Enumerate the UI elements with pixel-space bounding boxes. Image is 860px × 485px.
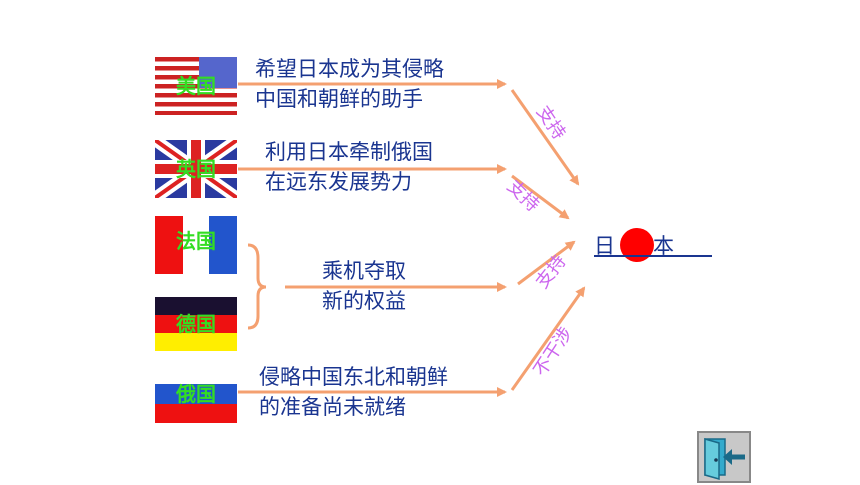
bracket-fr-de: [247, 243, 267, 330]
flag-france: 法国: [155, 216, 237, 274]
desc-russia: 侵略中国东北和朝鲜 的准备尚未就绪: [259, 362, 448, 422]
flag-russia: 俄国: [155, 365, 237, 423]
flag-germany: 德国: [155, 297, 237, 355]
flag-usa: 美国: [155, 57, 237, 115]
france-flag-graphic: [155, 216, 237, 274]
flag-label-france: 法国: [176, 229, 216, 253]
desc-fr-de: 乘机夺取 新的权益: [322, 256, 406, 316]
arrow-uk-japan: [511, 174, 570, 220]
uk-flag-graphic: [155, 140, 237, 198]
desc-fr-de-line2: 新的权益: [322, 289, 406, 313]
desc-russia-line1: 侵略中国东北和朝鲜: [259, 365, 448, 389]
target-japan-label: 日本: [594, 234, 712, 258]
desc-usa: 希望日本成为其侵略 中国和朝鲜的助手: [255, 54, 444, 114]
arrow-fr-de-japan: [517, 240, 576, 286]
desc-usa-line1: 希望日本成为其侵略: [255, 57, 444, 81]
desc-uk-line1: 利用日本牵制俄国: [265, 140, 433, 164]
exit-door-icon: [704, 438, 745, 480]
target-japan: 日本: [594, 228, 712, 262]
usa-flag-graphic: [155, 57, 237, 115]
flag-label-germany: 德国: [176, 312, 216, 336]
flag-label-russia: 俄国: [176, 382, 216, 406]
japan-sun-icon: [620, 228, 654, 262]
desc-uk: 利用日本牵制俄国 在远东发展势力: [265, 137, 433, 197]
desc-russia-line2: 的准备尚未就绪: [259, 395, 406, 419]
desc-uk-line2: 在远东发展势力: [265, 170, 412, 194]
flag-label-uk: 英国: [176, 157, 216, 181]
russia-flag-graphic: [155, 365, 237, 423]
arrow-russia-japan: [510, 286, 586, 391]
desc-usa-line2: 中国和朝鲜的助手: [255, 87, 423, 111]
exit-button[interactable]: [697, 431, 751, 483]
desc-fr-de-line1: 乘机夺取: [322, 259, 406, 283]
flag-label-usa: 美国: [176, 74, 216, 98]
arrow-usa-japan: [510, 89, 580, 186]
flag-uk: 英国: [155, 140, 237, 198]
germany-flag-graphic: [155, 297, 237, 351]
